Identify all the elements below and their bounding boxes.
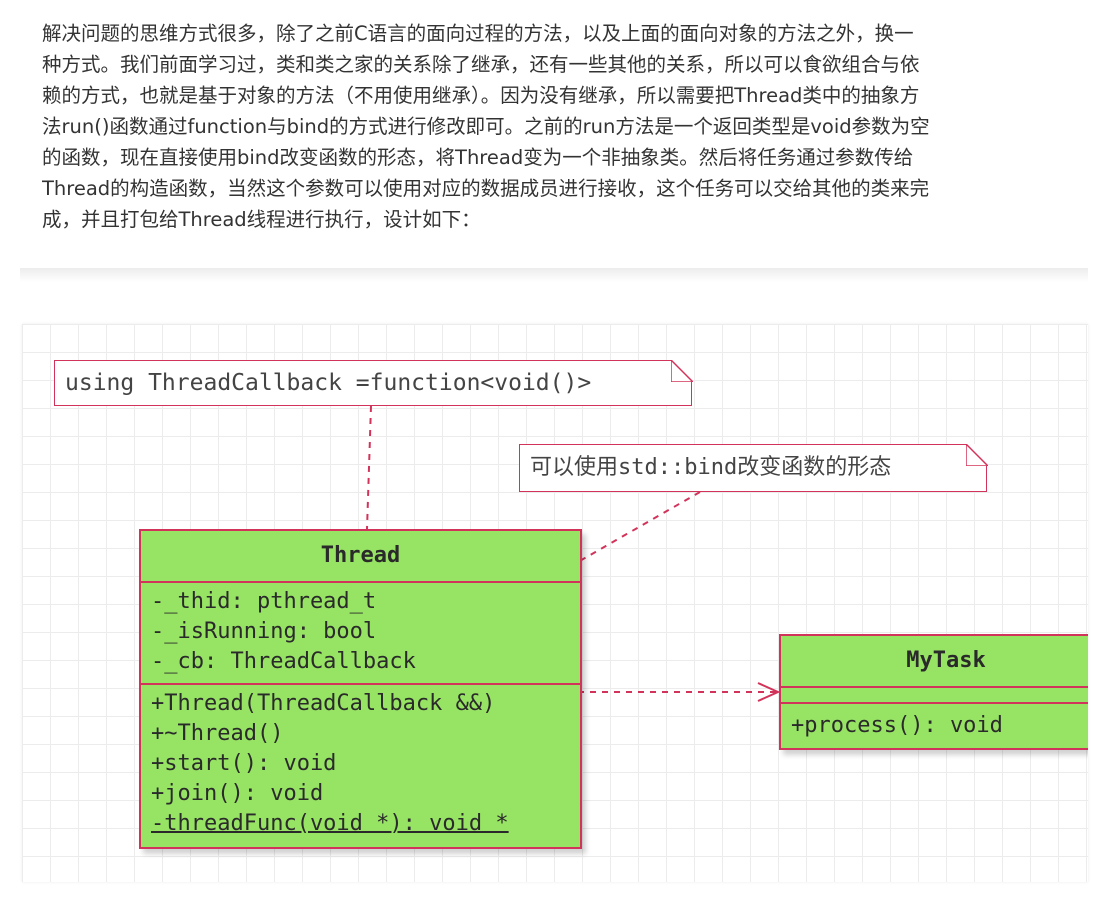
note-fold-icon	[965, 443, 988, 466]
thread-attribute: -_cb: ThreadCallback	[151, 649, 416, 674]
thread-method: +~Thread()	[151, 721, 284, 746]
bind-note-text: 可以使用std::bind改变函数的形态	[530, 455, 892, 480]
mytask-attributes	[781, 688, 1088, 704]
thread-class-name: Thread	[141, 531, 580, 583]
article-line: 赖的方式，也就是基于对象的方法（不用使用继承）。因为没有继承，所以需要把Thre…	[42, 84, 920, 107]
thread-method: +join(): void	[151, 781, 324, 806]
mytask-class-name: MyTask	[781, 636, 1088, 688]
article-text: 解决问题的思维方式很多，除了之前C语言的面向过程的方法，以及上面的面向对象的方法…	[42, 18, 1088, 235]
uml-diagram-canvas: using ThreadCallback =function<void()> 可…	[22, 324, 1088, 882]
article-line: 种方式。我们前面学习过，类和类之家的关系除了继承，还有一些其他的关系，所以可以食…	[42, 53, 920, 76]
diagram-connectors	[366, 405, 781, 702]
section-divider	[20, 268, 1088, 282]
note-anchor-line-callback	[366, 405, 372, 530]
callback-note: using ThreadCallback =function<void()>	[54, 359, 693, 406]
note-anchor-line-bind	[577, 491, 701, 563]
note-fold-icon	[670, 359, 693, 382]
thread-class-box: Thread -_thid: pthread_t -_isRunning: bo…	[139, 529, 582, 849]
thread-methods: +Thread(ThreadCallback &&) +~Thread() +s…	[141, 685, 580, 847]
mytask-method: +process(): void	[791, 713, 1003, 738]
callback-note-text: using ThreadCallback =function<void()>	[65, 370, 592, 396]
article-line: Thread的构造函数，当然这个参数可以使用对应的数据成员进行接收，这个任务可以…	[42, 177, 930, 200]
dependency-arrow-head	[757, 682, 781, 702]
thread-method-static: -threadFunc(void *): void *	[151, 811, 509, 836]
mytask-methods: +process(): void	[781, 704, 1088, 748]
article-line: 的函数，现在直接使用bind改变函数的形态，将Thread变为一个非抽象类。然后…	[42, 146, 914, 169]
article-line: 成，并且打包给Thread线程进行执行，设计如下：	[42, 208, 481, 231]
thread-attributes: -_thid: pthread_t -_isRunning: bool -_cb…	[141, 583, 580, 685]
mytask-class-box: MyTask +process(): void	[779, 634, 1088, 750]
thread-method: +Thread(ThreadCallback &&)	[151, 691, 496, 716]
bind-note: 可以使用std::bind改变函数的形态	[519, 443, 988, 492]
thread-attribute: -_thid: pthread_t	[151, 589, 377, 614]
thread-attribute: -_isRunning: bool	[151, 619, 377, 644]
thread-method: +start(): void	[151, 751, 337, 776]
article-line: 法run()函数通过function与bind的方式进行修改即可。之前的run方…	[42, 115, 930, 138]
article-line: 解决问题的思维方式很多，除了之前C语言的面向过程的方法，以及上面的面向对象的方法…	[42, 22, 914, 45]
